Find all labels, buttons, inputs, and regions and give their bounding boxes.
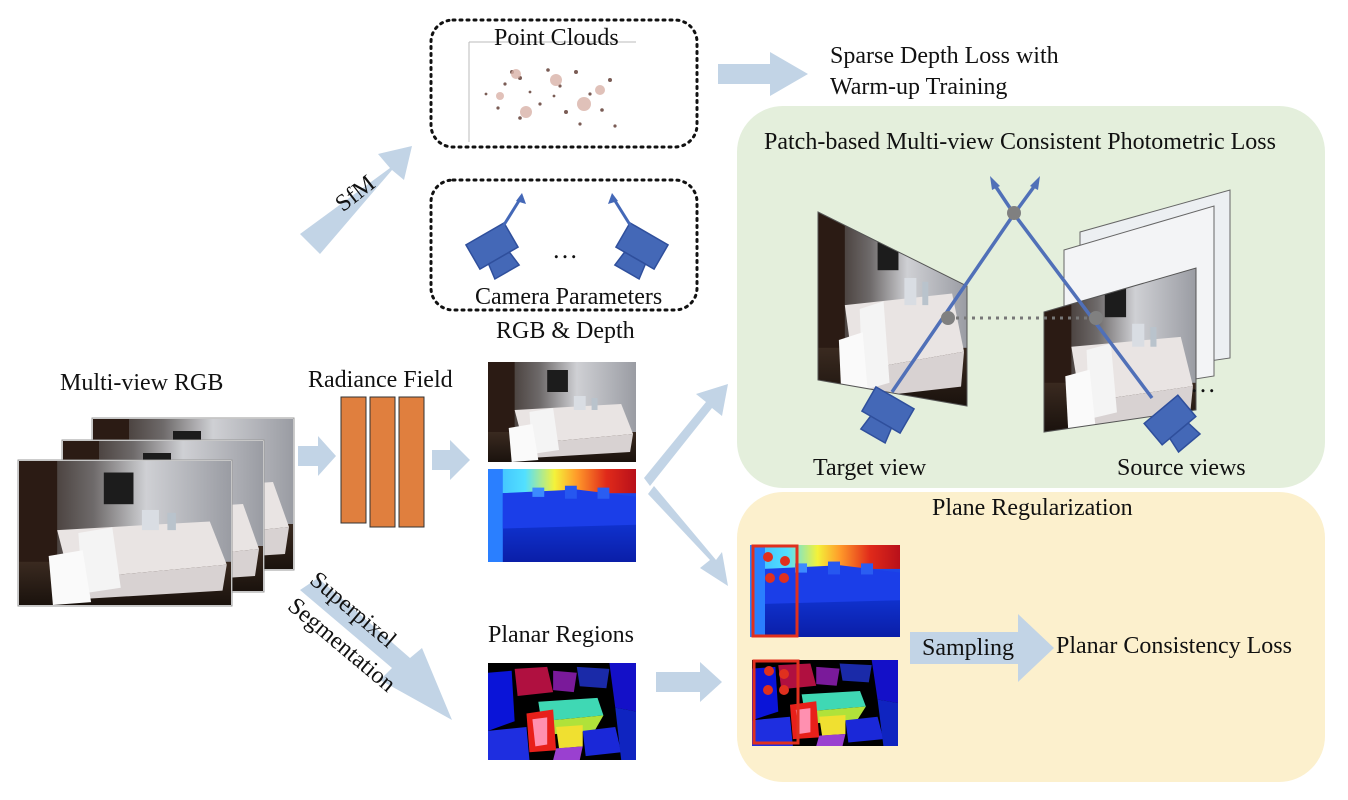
point-clouds-box [429,18,699,149]
point-clouds-label: Point Clouds [494,25,619,51]
camera-ellipsis: … [552,235,578,264]
sparse-depth-label-line1: Sparse Depth Loss with [830,43,1059,69]
source-views-label: Source views [1117,455,1246,481]
source-views-ellipsis: … [1190,369,1216,398]
sfm-arrow [300,146,412,254]
point-cloud-image [468,41,636,142]
ray-arrowhead [990,176,1000,190]
arrow-to-rgb-depth [432,440,470,480]
arrow-to-planar-consistency [656,662,722,702]
rgb-depth-label: RGB & Depth [496,318,635,344]
segmentation-image [752,659,898,746]
multi-view-rgb-label: Multi-view RGB [60,370,224,396]
photometric-loss-title: Patch-based Multi-view Consistent Photom… [764,129,1276,155]
planar-regions-label: Planar Regions [488,622,634,648]
source-views-image [1043,189,1231,433]
arrow-to-photometric [644,384,728,486]
sampling-arrow [910,614,1054,682]
arrow-to-plane-regularization [648,486,728,586]
3d-point [1007,206,1021,220]
multi-view-rgb-images [17,417,295,607]
rgb-image [488,362,636,462]
mlp-block [369,396,396,528]
target-view-image [817,211,968,407]
sampling-label: Sampling [922,635,1015,661]
planar-regions-image [488,663,636,760]
sample-box [751,544,799,638]
depth-map-image [750,544,900,638]
camera-parameters-label: Camera Parameters [475,284,663,310]
planar-consistency-loss-label: Planar Consistency Loss [1056,633,1292,659]
sparse-depth-label-line2: Warm-up Training [830,74,1008,100]
target-view-label: Target view [813,455,927,481]
superpixel-arrow [300,578,452,720]
sample-box [752,659,800,745]
depth-image [488,469,636,562]
arrow-to-sparse-depth [718,52,808,96]
camera-icon [465,222,527,284]
camera-parameters-box [429,178,699,312]
camera-icon [607,222,669,284]
source-pixel [1089,311,1103,325]
radiance-field-label: Radiance Field [308,367,453,393]
arrow-to-radiance-field [298,436,336,476]
mlp-block [340,396,367,524]
mlp-block [398,396,425,528]
ray-arrowhead [1030,176,1040,190]
target-pixel [941,311,955,325]
plane-regularization-title: Plane Regularization [932,495,1133,521]
